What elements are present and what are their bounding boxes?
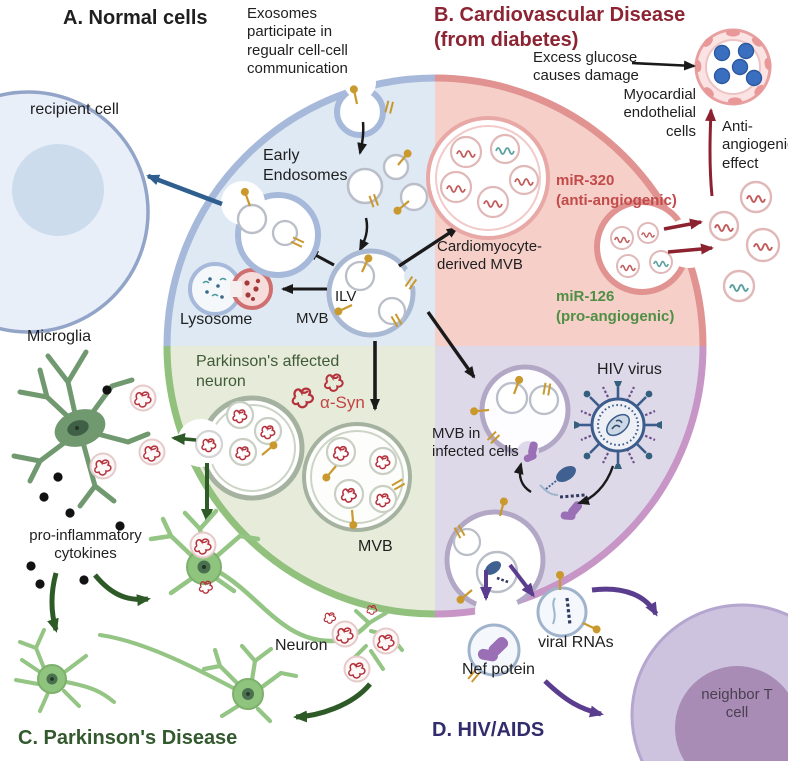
- cardiomyocyte-mvb: [426, 116, 550, 240]
- neighbor-tcell-label: neighbor T cell: [701, 686, 773, 722]
- parkinsons-neuron-label: Parkinson's affected neuron: [196, 353, 340, 390]
- parkinson-arrows: [47, 572, 372, 723]
- viral-rna-exosome: [536, 569, 659, 718]
- nef-protein-label: Nef potein: [462, 661, 535, 678]
- hiv-budding-cup: [444, 495, 546, 633]
- endocytosis-pit: [334, 67, 394, 155]
- mir126-sub-label: (pro-angiogenic): [556, 308, 675, 325]
- hiv-virus-label: HIV virus: [597, 361, 662, 378]
- early-endosomes-label: Early Endosomes: [263, 147, 348, 184]
- section-b-title-line1: B. Cardiovascular Disease: [434, 4, 686, 26]
- anti-angiogenic-label: Anti-angiogenic effect: [722, 118, 788, 172]
- myocardial-label: Myocardial endothelial cells: [623, 86, 696, 140]
- mir320-sub-label: (anti-angiogenic): [556, 192, 677, 209]
- recipient-cell-label: recipient cell: [30, 101, 119, 118]
- alpha-syn-label: α-Syn: [320, 393, 365, 412]
- ilv-label: ILV: [335, 288, 357, 305]
- glucose-dots-icon: [713, 42, 763, 87]
- viral-rnas-label: viral RNAs: [538, 634, 614, 651]
- cardiomyocyte-mvb-label: Cardiomyocyte-derived MVB: [437, 238, 543, 274]
- parkinson-mvb: [302, 422, 412, 532]
- myocardial-cell: [631, 28, 772, 106]
- mvb-infected-label: MVB in infected cells: [432, 425, 519, 461]
- lysosome: [188, 262, 273, 316]
- released-mir-exosomes: [708, 180, 781, 303]
- parkinson-cup: [171, 395, 305, 523]
- cytokine-dots-icon: [26, 385, 125, 589]
- pro-inflammatory-label: pro-inflammatory cytokines: [29, 527, 142, 563]
- central-mvb: [326, 248, 424, 338]
- hiv-virus: [574, 381, 662, 469]
- section-b-title: B. Cardiovascular Disease (from diabetes…: [434, 3, 714, 53]
- hiv-mvb: [468, 364, 571, 464]
- t-cell: [630, 603, 788, 761]
- recipient-cell: [0, 90, 150, 334]
- section-a-title: A. Normal cells: [63, 7, 208, 29]
- microglia: [11, 349, 165, 589]
- mvb-parkinson-label: MVB: [358, 538, 393, 555]
- exosome-release-cardio: [594, 108, 781, 303]
- excess-glucose-label: Excess glucose causes damage: [533, 49, 639, 85]
- early-endosomes: [346, 146, 429, 252]
- section-d-title: D. HIV/AIDS: [432, 719, 545, 741]
- mir126-label: miR-126: [556, 288, 615, 305]
- viral-components: [513, 462, 615, 524]
- neuron-label: Neuron: [275, 637, 328, 654]
- microglia-label: Microglia: [27, 328, 92, 345]
- neuron-lower-center: [98, 633, 299, 724]
- exosome-release-normal: [146, 173, 321, 278]
- nef-exosome: [467, 623, 521, 683]
- exosome-note: Exosomes participate in regualr cell-cel…: [247, 5, 348, 77]
- mvb-label: MVB: [296, 310, 329, 327]
- neuron-lower-left: [14, 628, 116, 713]
- neuron-terminal-right: [323, 604, 404, 681]
- lysosome-label: Lysosome: [180, 311, 253, 328]
- section-c-title: C. Parkinson's Disease: [18, 727, 238, 749]
- section-b-title-line2: (from diabetes): [434, 29, 579, 51]
- mir320-label: miR-320: [556, 172, 615, 189]
